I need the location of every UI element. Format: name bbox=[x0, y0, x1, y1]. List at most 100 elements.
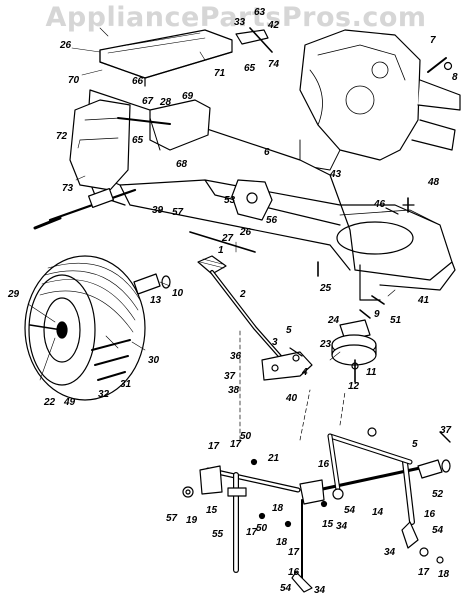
part-label-16: 16 bbox=[424, 509, 436, 520]
linkage-assembly bbox=[182, 427, 451, 593]
part-label-34: 34 bbox=[336, 521, 348, 532]
part-label-17: 17 bbox=[288, 547, 300, 558]
part-label-9: 9 bbox=[374, 309, 380, 320]
part-label-66: 66 bbox=[132, 76, 144, 87]
part-label-57: 57 bbox=[172, 207, 184, 218]
part-label-73: 73 bbox=[62, 183, 74, 194]
part-label-16: 16 bbox=[318, 459, 330, 470]
part-label-49: 49 bbox=[64, 397, 76, 408]
part-label-13: 13 bbox=[150, 295, 162, 306]
part-label-52: 52 bbox=[432, 489, 444, 500]
part-label-31: 31 bbox=[120, 379, 132, 390]
part-label-53: 53 bbox=[224, 195, 236, 206]
part-label-22: 22 bbox=[44, 397, 56, 408]
part-label-5: 5 bbox=[286, 325, 292, 336]
part-label-15: 15 bbox=[322, 519, 334, 530]
part-label-55: 55 bbox=[212, 529, 224, 540]
battery-box bbox=[117, 99, 211, 151]
part-label-71: 71 bbox=[214, 68, 226, 79]
part-label-50: 50 bbox=[240, 431, 252, 442]
part-label-17: 17 bbox=[230, 439, 242, 450]
frame-bolts bbox=[385, 197, 415, 215]
drive-pedal-lever bbox=[197, 255, 287, 364]
part-label-37: 37 bbox=[224, 371, 236, 382]
engine-block bbox=[299, 29, 461, 171]
steering-housing bbox=[69, 99, 131, 191]
part-label-10: 10 bbox=[172, 288, 184, 299]
part-label-48: 48 bbox=[428, 177, 440, 188]
part-label-24: 24 bbox=[328, 315, 340, 326]
part-label-15: 15 bbox=[206, 505, 218, 516]
part-label-34: 34 bbox=[384, 547, 396, 558]
part-label-43: 43 bbox=[330, 169, 342, 180]
part-label-17: 17 bbox=[208, 441, 220, 452]
part-label-17: 17 bbox=[418, 567, 430, 578]
part-label-65: 65 bbox=[132, 135, 144, 146]
part-label-46: 46 bbox=[374, 199, 386, 210]
part-label-14: 14 bbox=[372, 507, 384, 518]
part-label-7: 7 bbox=[430, 35, 436, 46]
part-label-4: 4 bbox=[302, 367, 308, 378]
frame-bolt-51 bbox=[371, 295, 385, 305]
leader-lines bbox=[239, 329, 346, 441]
gear-bracket bbox=[231, 179, 273, 221]
part-label-36: 36 bbox=[230, 351, 242, 362]
part-label-32: 32 bbox=[98, 389, 110, 400]
part-label-41: 41 bbox=[418, 295, 430, 306]
part-label-5: 5 bbox=[412, 439, 418, 450]
part-label-12: 12 bbox=[348, 381, 360, 392]
front-axle-spindle bbox=[33, 187, 137, 230]
part-label-21: 21 bbox=[268, 453, 280, 464]
label-leaders bbox=[27, 27, 396, 381]
tie-rod bbox=[189, 231, 256, 253]
part-label-28: 28 bbox=[160, 97, 172, 108]
part-label-27: 27 bbox=[222, 233, 234, 244]
part-label-11: 11 bbox=[366, 367, 377, 378]
part-label-19: 19 bbox=[186, 515, 198, 526]
part-label-56: 56 bbox=[266, 215, 278, 226]
engine-bolt bbox=[427, 57, 453, 73]
part-label-34: 34 bbox=[314, 585, 326, 596]
part-label-30: 30 bbox=[148, 355, 160, 366]
part-label-33: 33 bbox=[234, 17, 246, 28]
part-label-17: 17 bbox=[246, 527, 258, 538]
part-label-42: 42 bbox=[268, 20, 280, 31]
front-wheel bbox=[24, 255, 146, 401]
part-label-72: 72 bbox=[56, 131, 68, 142]
part-label-50: 50 bbox=[256, 523, 268, 534]
seat-hinge-bracket bbox=[235, 27, 273, 53]
part-label-65: 65 bbox=[244, 63, 256, 74]
idler-pulley bbox=[331, 309, 377, 383]
part-label-54: 54 bbox=[432, 525, 444, 536]
part-label-18: 18 bbox=[438, 569, 450, 580]
part-label-23: 23 bbox=[320, 339, 332, 350]
part-label-68: 68 bbox=[176, 159, 188, 170]
part-label-1: 1 bbox=[218, 245, 224, 256]
watermark: AppliancePartsPros.com bbox=[45, 2, 427, 33]
part-label-25: 25 bbox=[320, 283, 332, 294]
part-label-57: 57 bbox=[166, 513, 178, 524]
part-label-29: 29 bbox=[8, 289, 20, 300]
part-label-69: 69 bbox=[182, 91, 194, 102]
part-label-74: 74 bbox=[268, 59, 280, 70]
part-label-38: 38 bbox=[228, 385, 240, 396]
part-label-3: 3 bbox=[272, 337, 278, 348]
part-label-40: 40 bbox=[286, 393, 298, 404]
part-label-67: 67 bbox=[142, 96, 154, 107]
seat-panel bbox=[99, 29, 233, 87]
part-label-51: 51 bbox=[390, 315, 402, 326]
part-label-6: 6 bbox=[264, 147, 270, 158]
part-label-39: 39 bbox=[152, 205, 164, 216]
part-label-16: 16 bbox=[288, 567, 300, 578]
part-label-18: 18 bbox=[276, 537, 288, 548]
part-label-70: 70 bbox=[68, 75, 80, 86]
part-label-2: 2 bbox=[240, 289, 246, 300]
part-label-8: 8 bbox=[452, 72, 458, 83]
part-label-63: 63 bbox=[254, 7, 266, 18]
part-label-26: 26 bbox=[240, 227, 252, 238]
pedal-pivot-bracket bbox=[261, 347, 313, 381]
part-label-26: 26 bbox=[60, 40, 72, 51]
part-label-54: 54 bbox=[344, 505, 356, 516]
